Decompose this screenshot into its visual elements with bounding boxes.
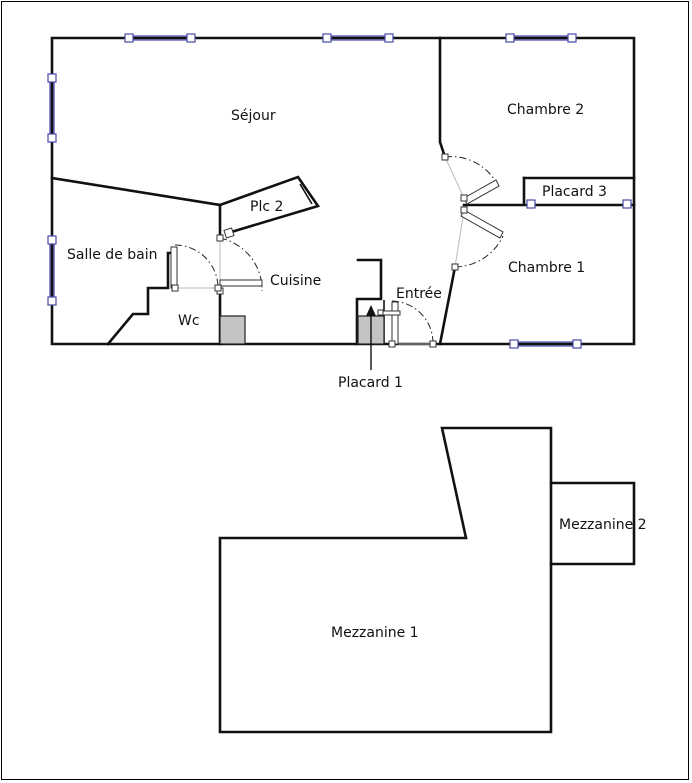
window bbox=[509, 339, 582, 349]
window bbox=[47, 73, 57, 143]
window bbox=[505, 33, 577, 43]
entree-door bbox=[388, 300, 437, 348]
chambre2-left-wall bbox=[438, 36, 447, 159]
room-label-chambre1: Chambre 1 bbox=[508, 260, 585, 276]
mezzanine2-outline bbox=[549, 481, 636, 566]
room-label-sejour: Séjour bbox=[231, 108, 276, 124]
windows bbox=[47, 33, 632, 349]
mezzanine-walls bbox=[218, 426, 636, 734]
bathroom-door bbox=[170, 244, 222, 292]
plc2-door bbox=[223, 227, 235, 239]
room-label-placard3: Placard 3 bbox=[542, 184, 607, 200]
cuisine-door bbox=[216, 234, 263, 295]
chambre1-left-wall bbox=[438, 265, 457, 346]
mezzanine1-outline bbox=[218, 426, 553, 734]
plc2-closet bbox=[218, 175, 321, 235]
wc-partition bbox=[106, 251, 177, 346]
room-label-entree: Entrée bbox=[396, 286, 442, 302]
window bbox=[124, 33, 196, 43]
room-label-plc2: Plc 2 bbox=[250, 199, 283, 215]
chambre2-door bbox=[441, 153, 500, 205]
room-label-salle-de-bain: Salle de bain bbox=[67, 247, 158, 263]
doors bbox=[170, 153, 504, 348]
placard1-arrow bbox=[366, 305, 376, 370]
placard1-door bbox=[377, 309, 401, 316]
room-label-mezzanine1: Mezzanine 1 bbox=[331, 625, 419, 641]
placard1-walls bbox=[355, 258, 383, 346]
room-label-placard1: Placard 1 bbox=[338, 375, 403, 391]
room-label-mezzanine2: Mezzanine 2 bbox=[559, 517, 647, 533]
window bbox=[47, 235, 57, 306]
window bbox=[322, 33, 394, 43]
plc2-inner bbox=[299, 183, 313, 205]
room-label-wc: Wc bbox=[178, 313, 200, 329]
bathroom-top-wall bbox=[50, 176, 222, 207]
window bbox=[526, 199, 632, 209]
wc-fixture bbox=[219, 315, 246, 345]
room-label-cuisine: Cuisine bbox=[270, 273, 321, 289]
room-label-chambre2: Chambre 2 bbox=[507, 102, 584, 118]
chambre1-door bbox=[451, 206, 504, 271]
